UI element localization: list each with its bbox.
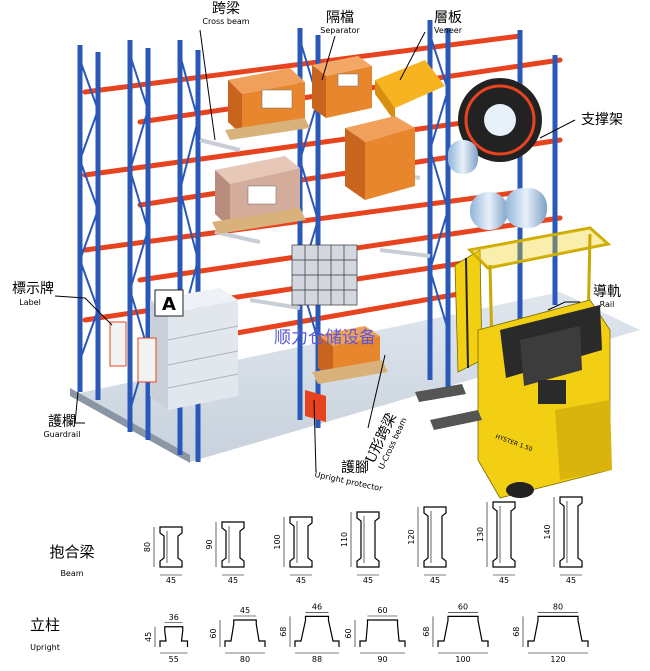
carton-top-left <box>225 68 310 140</box>
beam-height-label: 100 <box>273 534 282 549</box>
beam-width-label: 45 <box>566 576 576 585</box>
beam-outline <box>492 501 516 568</box>
upright-side-label: 60 <box>209 628 218 638</box>
upright-top-label: 45 <box>240 606 250 615</box>
upright-profiles: 36 45 55 45 60 80 46 68 88 60 60 90 60 68 100 80 68 120 <box>144 602 589 664</box>
upright-side-label: 45 <box>144 632 153 642</box>
carton-lower-center <box>312 326 388 384</box>
upright-top-label: 80 <box>553 602 563 611</box>
upright-bottom-label: 88 <box>312 655 322 664</box>
beam-profile: 80 45 <box>143 526 183 585</box>
upright-outline <box>294 615 340 647</box>
beam-outline <box>559 496 583 568</box>
beam-width-label: 45 <box>430 576 440 585</box>
upright-outline <box>437 615 489 647</box>
watermark: 顺力仓储设备 <box>274 328 376 348</box>
callout-rail-cn: 導軌 <box>593 284 621 300</box>
beam-height-label: 110 <box>340 532 349 547</box>
callout-veneer-en: Veneer <box>434 26 463 35</box>
beam-width-label: 45 <box>296 576 306 585</box>
upright-bottom-label: 90 <box>377 655 387 664</box>
beam-height-label: 80 <box>143 542 152 552</box>
carton-middle-center <box>345 116 415 200</box>
carton-top-middle <box>312 56 372 118</box>
callout-cross-beam-cn: 跨梁 <box>212 1 240 17</box>
callout-leaders <box>54 29 580 473</box>
beam-width-label: 45 <box>363 576 373 585</box>
callout-guardrail-cn: 護欄 <box>48 414 76 430</box>
beam-height-label: 120 <box>407 529 416 544</box>
callout-rail-en: Rail <box>600 300 615 309</box>
beam-profile: 90 45 <box>205 521 245 585</box>
callout-label-en: Label <box>19 298 41 307</box>
upright-profile: 80 68 120 <box>512 602 589 664</box>
beam-width-label: 45 <box>499 576 509 585</box>
beam-profile: 140 45 <box>543 496 583 585</box>
callout-label-cn: 標示牌 <box>12 280 54 297</box>
veneer-board <box>375 60 445 122</box>
upright-top-label: 60 <box>377 606 387 615</box>
upright-side-label: 68 <box>422 627 431 637</box>
callout-support-frame-cn: 支撑架 <box>581 112 623 128</box>
upright-protector <box>305 390 326 422</box>
upright-side-label: 68 <box>512 627 521 637</box>
carton-middle-left <box>212 156 306 234</box>
upright-outline <box>159 626 189 647</box>
upright-profile: 36 45 55 <box>144 613 189 664</box>
upright-row-label-cn: 立柱 <box>30 616 60 634</box>
upright-bottom-label: 100 <box>455 655 470 664</box>
upright-profile: 46 68 88 <box>279 602 340 664</box>
upright-bottom-label: 55 <box>169 655 179 664</box>
upright-top-label: 60 <box>458 602 468 611</box>
beam-height-label: 140 <box>543 524 552 539</box>
label-boards <box>109 321 157 383</box>
beam-outline <box>221 521 245 568</box>
upright-profile: 45 60 80 <box>209 606 266 664</box>
upright-outline <box>527 615 589 647</box>
upright-top-label: 36 <box>169 613 179 622</box>
rack-sign: A <box>154 289 184 317</box>
callout-separator-en: Separator <box>320 26 360 35</box>
beam-width-label: 45 <box>166 576 176 585</box>
upright-outline <box>224 619 266 647</box>
beam-outline <box>356 511 380 568</box>
beam-profile: 130 45 <box>476 501 516 585</box>
wire-mesh-container <box>291 244 358 306</box>
reach-forklift: HYSTER 1.50 <box>415 226 612 499</box>
beam-outline <box>159 526 183 568</box>
upright-side-label: 68 <box>279 627 288 637</box>
steel-coil-large <box>458 78 542 162</box>
callout-guardrail-en: Guardrail <box>43 430 80 439</box>
beam-profiles: 80 45 90 45 100 45 110 45 120 45 130 45 140 45 <box>143 496 583 585</box>
rack-sign-letter: A <box>162 294 176 315</box>
steel-coils-lower <box>470 188 547 230</box>
upright-bottom-label: 120 <box>550 655 565 664</box>
callout-separator-cn: 隔檔 <box>326 10 354 26</box>
beam-profile: 120 45 <box>407 506 447 585</box>
beam-profile: 100 45 <box>273 516 313 585</box>
beam-profile: 110 45 <box>340 511 380 585</box>
beam-width-label: 45 <box>228 576 238 585</box>
beam-row-label-cn: 抱合梁 <box>49 543 94 561</box>
upright-side-label: 60 <box>344 628 353 638</box>
upright-top-label: 46 <box>312 602 322 611</box>
upright-row-label-en: Upright <box>30 643 60 652</box>
callout-upright-protector-cn: 護腳 <box>341 460 369 476</box>
beam-outline <box>423 506 447 568</box>
beam-height-label: 130 <box>476 527 485 542</box>
steel-coil-small <box>448 140 478 174</box>
callout-cross-beam-en: Cross beam <box>202 17 249 26</box>
upright-bottom-label: 80 <box>240 655 250 664</box>
beam-outline <box>289 516 313 568</box>
upright-profile: 60 60 90 <box>344 606 406 664</box>
upright-outline <box>359 619 406 647</box>
upright-profile: 60 68 100 <box>422 602 489 664</box>
beam-row-label-en: Beam <box>60 569 83 578</box>
beam-height-label: 90 <box>205 539 214 549</box>
callout-veneer-cn: 層板 <box>434 10 462 26</box>
